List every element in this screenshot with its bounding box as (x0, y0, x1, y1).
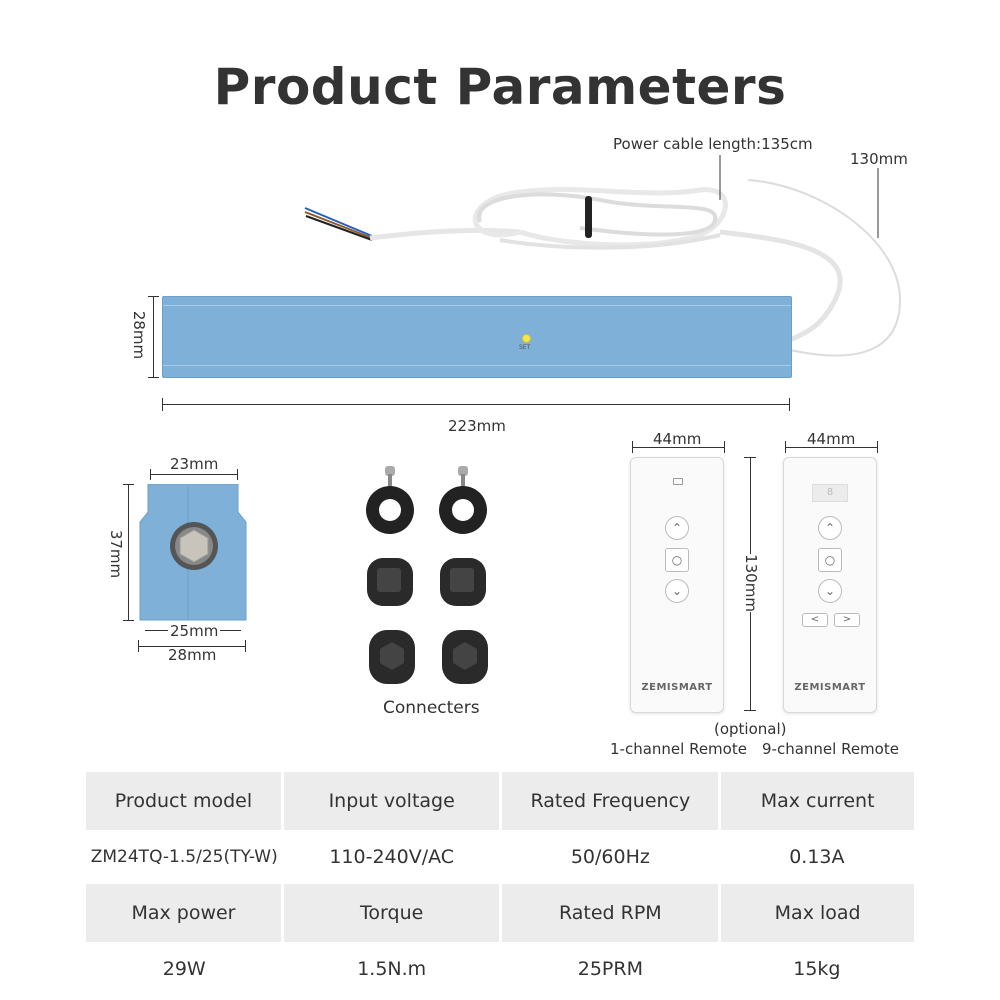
motor-end-view (139, 484, 247, 621)
remote-1-channel: ⌃ ○ ⌄ ZEMISMART (630, 457, 724, 713)
remote9-up-button[interactable]: ⌃ (818, 516, 842, 540)
motor-length-label: 223mm (448, 417, 506, 435)
header-input-voltage: Input voltage (282, 772, 503, 830)
height-dimension-cap-top (148, 296, 159, 297)
end-height-dimension-line (128, 484, 129, 621)
remote9-brand: ZEMISMART (794, 682, 866, 693)
remote1-indicator (673, 478, 683, 485)
connecters-label: Connecters (383, 698, 480, 718)
end-outer-width-label: 28mm (168, 646, 217, 664)
value-input-voltage: 110-240V/AC (282, 830, 501, 884)
header-rated-frequency: Rated Frequency (500, 772, 722, 830)
remote1-width-label: 44mm (653, 430, 702, 448)
length-dimension-cap-right (789, 398, 790, 411)
remote-9-channel: 8 ⌃ ○ ⌄ < > ZEMISMART (783, 457, 877, 713)
remote1-stop-button[interactable]: ○ (665, 548, 689, 572)
antenna-length-label: 130mm (850, 150, 908, 168)
remote9-label: 9-channel Remote (762, 740, 899, 758)
end-top-cap-left (150, 469, 151, 480)
remote9-down-button[interactable]: ⌄ (818, 579, 842, 603)
header-max-load: Max load (719, 884, 914, 942)
end-height-cap-top (123, 484, 134, 485)
page-title: Product Parameters (213, 58, 787, 116)
remote9-left-button[interactable]: < (802, 613, 828, 627)
end-inner-width-label: 25mm (168, 622, 221, 640)
value-max-power: 29W (86, 942, 283, 996)
header-product-model: Product model (86, 772, 284, 830)
remote-height-cap-top (744, 457, 756, 458)
end-height-label: 37mm (107, 529, 126, 579)
remote9-right-button[interactable]: > (834, 613, 860, 627)
length-dimension-line (162, 404, 790, 405)
remote1-brand: ZEMISMART (641, 682, 713, 693)
end-top-cap-right (237, 469, 238, 480)
end-outer-width-line (138, 646, 246, 647)
height-dimension-cap-bottom (148, 377, 159, 378)
table-header-row: Max power Torque Rated RPM Max load (86, 884, 914, 942)
height-dimension-line (153, 296, 154, 378)
remote1-down-button[interactable]: ⌄ (665, 579, 689, 603)
remote1-width-cap-right (724, 441, 725, 453)
header-rated-rpm: Rated RPM (500, 884, 722, 942)
value-rated-frequency: 50/60Hz (500, 830, 720, 884)
remote9-width-line (785, 447, 878, 448)
motor-stripe-top (163, 305, 791, 306)
table-header-row: Product model Input voltage Rated Freque… (86, 772, 914, 830)
remote-height-cap-bottom (744, 710, 756, 711)
length-dimension-cap-left (162, 398, 163, 411)
remote1-width-cap-left (632, 441, 633, 453)
header-max-power: Max power (86, 884, 284, 942)
remote9-stop-button[interactable]: ○ (818, 548, 842, 572)
motor-stripe-bottom (163, 365, 791, 366)
power-cable-label: Power cable length:135cm (613, 135, 813, 153)
set-label: SET (519, 344, 531, 351)
remote1-up-button[interactable]: ⌃ (665, 516, 689, 540)
connecters-illustration (366, 466, 488, 684)
header-torque: Torque (282, 884, 503, 942)
value-rated-rpm: 25PRM (500, 942, 720, 996)
header-max-current: Max current (719, 772, 914, 830)
optional-label: (optional) (714, 720, 787, 738)
end-outer-cap-left (138, 640, 139, 652)
value-max-current: 0.13A (719, 830, 914, 884)
end-top-width-label: 23mm (170, 455, 219, 473)
table-row: 29W 1.5N.m 25PRM 15kg (86, 942, 914, 996)
remote1-label: 1-channel Remote (610, 740, 747, 758)
value-product-model: ZM24TQ-1.5/25(TY-W) (86, 830, 283, 884)
value-max-load: 15kg (719, 942, 914, 996)
remote9-width-label: 44mm (807, 430, 856, 448)
remote9-screen: 8 (812, 484, 848, 502)
table-row: ZM24TQ-1.5/25(TY-W) 110-240V/AC 50/60Hz … (86, 830, 914, 884)
led-indicator (522, 334, 531, 343)
end-height-cap-bottom (123, 620, 134, 621)
motor-body: SET (162, 296, 792, 378)
remote1-width-line (632, 447, 725, 448)
remote9-width-cap-left (785, 441, 786, 453)
motor-height-label: 28mm (130, 310, 149, 360)
end-outer-cap-right (245, 640, 246, 652)
remote9-width-cap-right (877, 441, 878, 453)
remote-height-label: 130mm (741, 554, 760, 612)
end-top-dimension-line (150, 474, 238, 475)
parameters-table: Product model Input voltage Rated Freque… (86, 772, 914, 996)
value-torque: 1.5N.m (282, 942, 501, 996)
